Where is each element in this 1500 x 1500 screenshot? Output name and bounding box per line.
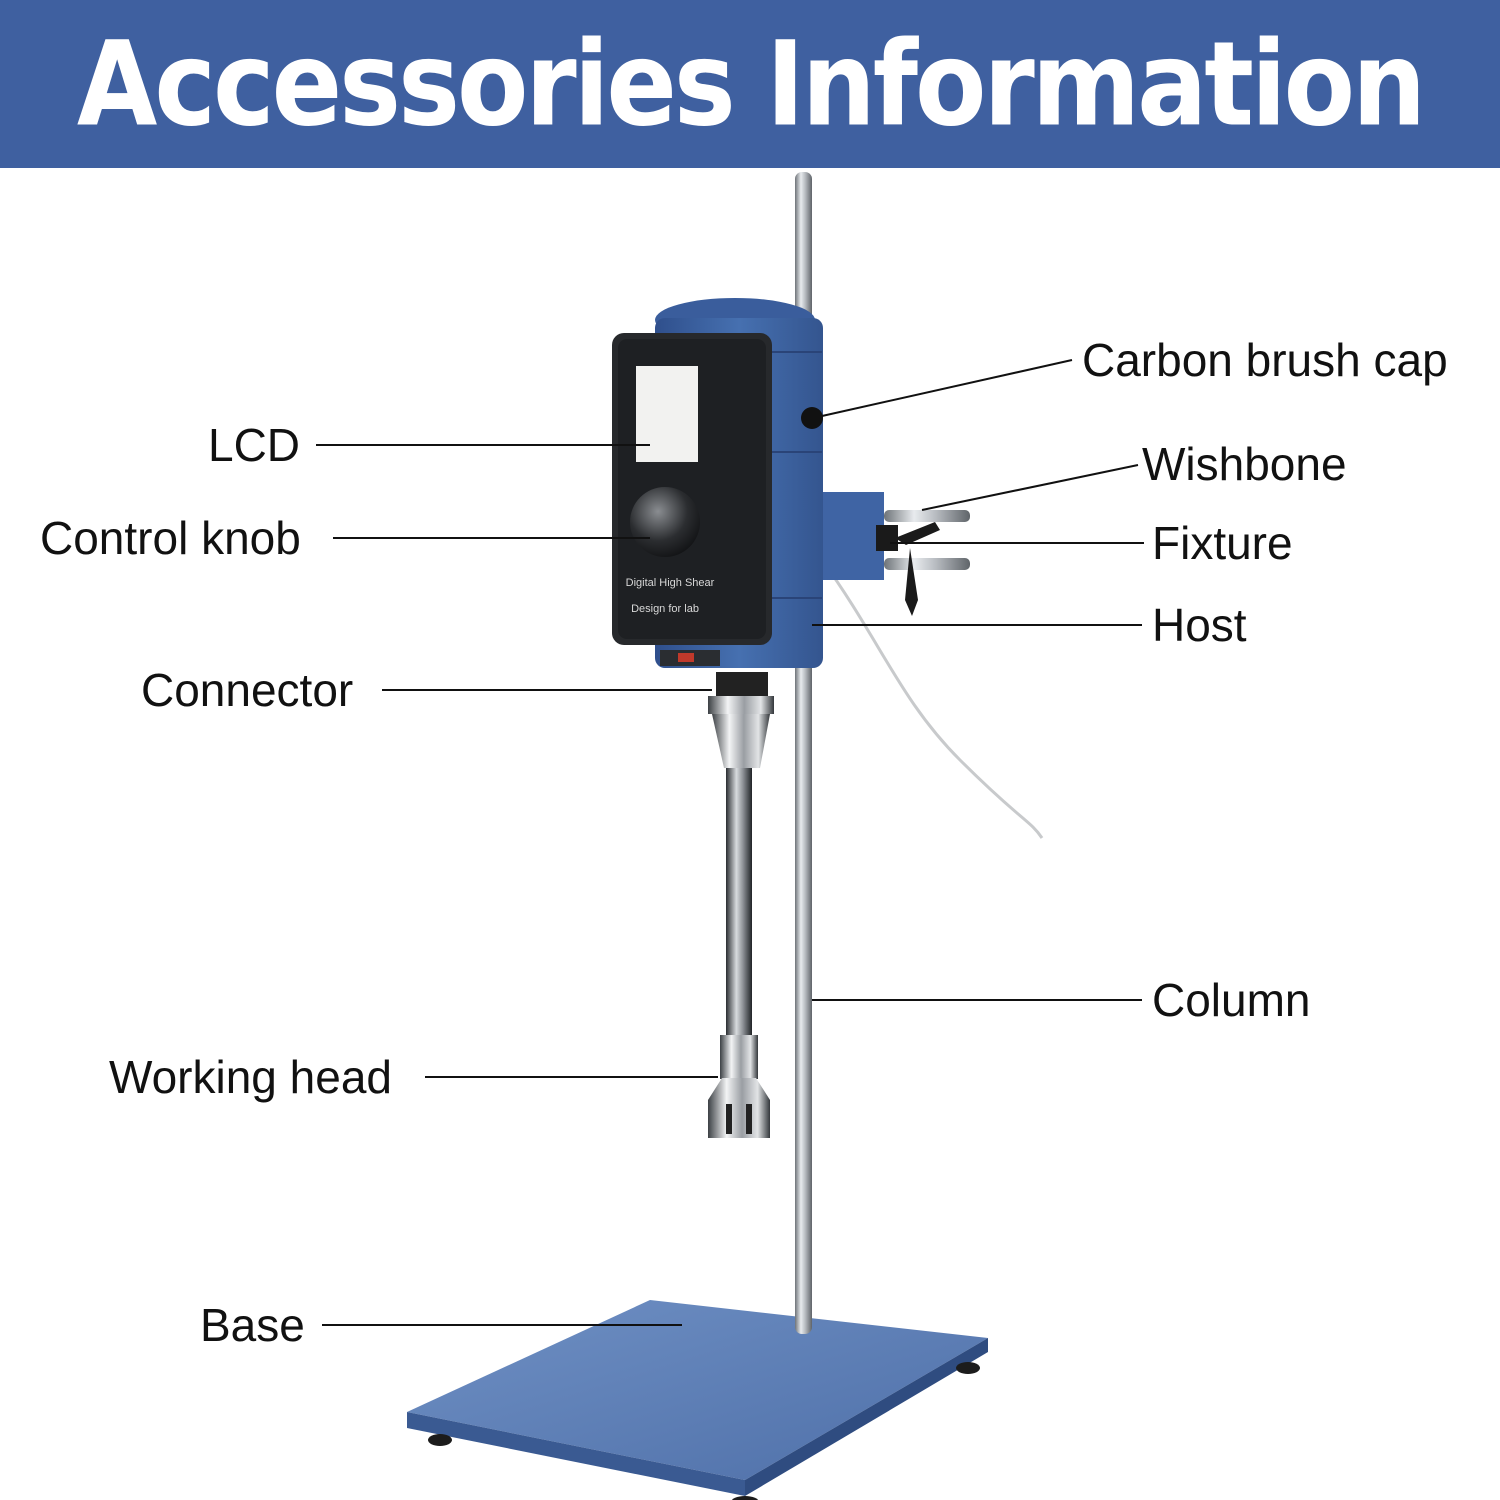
label-fixture: Fixture [1152,517,1293,569]
page-title: Accessories Information [76,15,1426,153]
panel-text-2: Design for lab [631,603,699,615]
label-base: Base [200,1299,305,1351]
header-banner: Accessories Information [0,0,1500,168]
label-wishbone: Wishbone [1142,438,1347,490]
label-connector: Connector [141,664,354,716]
host-body: Digital High Shear Design for lab [612,298,823,668]
label-lcd: LCD [208,419,301,471]
label-working-head: Working head [109,1051,392,1103]
leader-wishbone [921,464,1139,511]
label-host: Host [1152,599,1247,651]
homogenizer-illustration: Digital High Shear Design for lab [316,172,1144,1500]
leader-lines [316,359,1144,1326]
wishbone-fixture [822,492,970,616]
connector [708,672,774,768]
label-column: Column [1152,974,1311,1026]
working-head [708,1035,770,1138]
panel-text-1: Digital High Shear [626,577,715,589]
stirring-shaft [726,768,752,1038]
power-cable [820,559,1044,839]
label-carbon-brush-cap: Carbon brush cap [1082,334,1448,386]
leader-carbon-brush-cap [821,359,1073,417]
label-control-knob: Control knob [40,512,301,564]
base-plate [407,1300,988,1500]
